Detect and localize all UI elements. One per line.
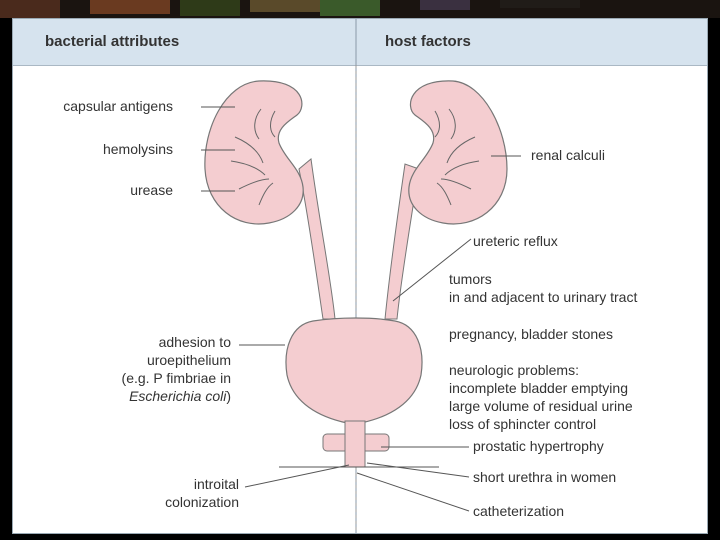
label-neuro-line4: loss of sphincter control — [449, 416, 596, 432]
diagram-panel: bacterial attributes host factors — [12, 18, 708, 534]
label-catheterization: catheterization — [473, 503, 564, 519]
left-kidney — [204, 80, 304, 225]
right-ureter — [384, 163, 420, 320]
label-tumors-line1: tumors — [449, 271, 492, 287]
label-renal-calculi: renal calculi — [531, 147, 605, 163]
label-escherichia-coli: Escherichia coli — [129, 388, 227, 404]
bacterial-attributes-header: bacterial attributes — [45, 33, 180, 50]
left-leader-lines — [201, 106, 350, 488]
label-neuro-line1: neurologic problems: — [449, 362, 579, 378]
label-tumors-line2: in and adjacent to urinary tract — [449, 289, 637, 305]
right-kidney — [408, 80, 508, 225]
label-adhesion-line3: (e.g. P fimbriae in — [122, 370, 231, 386]
label-urease: urease — [130, 182, 173, 198]
label-pregnancy: pregnancy, bladder stones — [449, 326, 613, 342]
label-prostatic-hypertrophy: prostatic hypertrophy — [473, 438, 604, 454]
label-adhesion-line4: Escherichia coli) — [129, 388, 231, 404]
left-ureter — [298, 158, 336, 320]
label-adhesion-close-paren: ) — [226, 388, 231, 404]
right-kidney-calyces — [434, 108, 480, 206]
host-factors-header: host factors — [385, 33, 471, 50]
label-short-urethra: short urethra in women — [473, 469, 616, 485]
label-neuro-line2: incomplete bladder emptying — [449, 380, 628, 396]
label-adhesion-line2: uroepithelium — [147, 352, 231, 368]
urinary-tract-diagram: capsular antigens hemolysins urease adhe… — [63, 19, 637, 533]
label-hemolysins: hemolysins — [103, 141, 173, 157]
label-adhesion-line1: adhesion to — [159, 334, 232, 350]
right-leader-lines — [356, 155, 521, 512]
photo-strip-background — [0, 0, 720, 18]
label-introital-line1: introital — [194, 476, 239, 492]
label-capsular-antigens: capsular antigens — [63, 98, 173, 114]
header-bar: bacterial attributes host factors — [13, 19, 707, 66]
label-introital-line2: colonization — [165, 494, 239, 510]
label-neuro-line3: large volume of residual urine — [449, 398, 633, 414]
bladder — [285, 317, 423, 424]
urethra — [344, 420, 366, 468]
label-ureteric-reflux: ureteric reflux — [473, 233, 558, 249]
left-kidney-calyces — [230, 108, 276, 206]
